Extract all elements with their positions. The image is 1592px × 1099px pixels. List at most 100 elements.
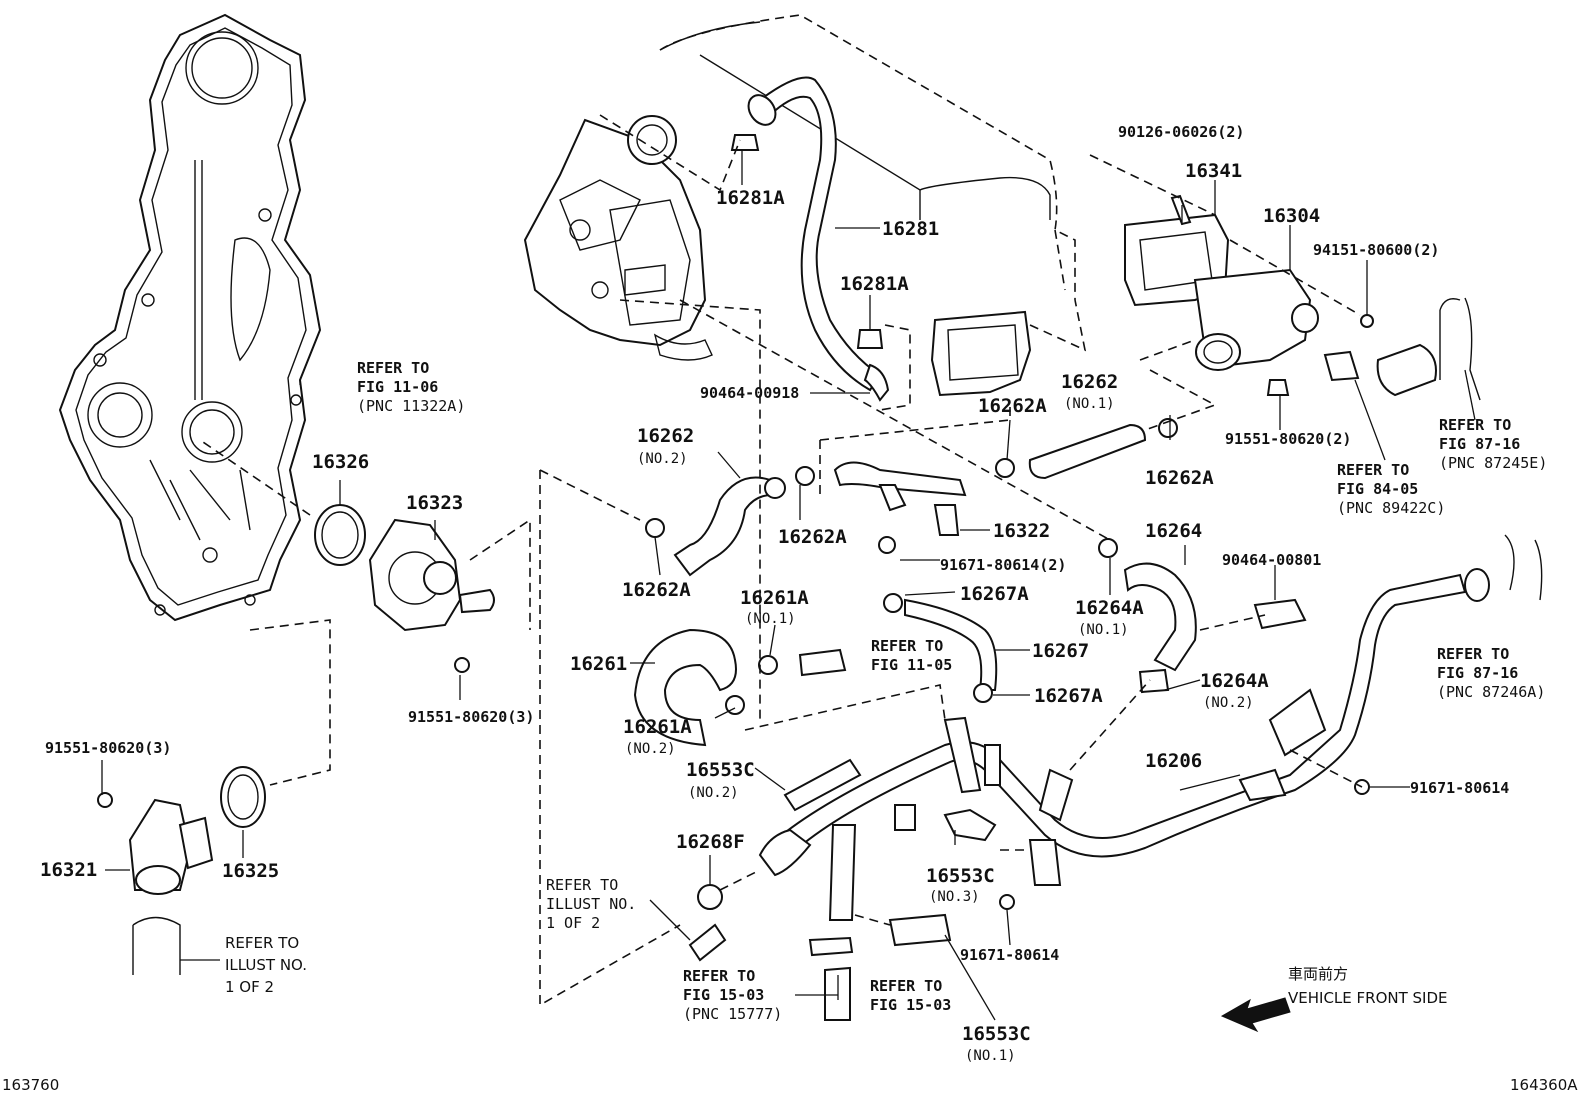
- ref-1503a-l3: (PNC 15777): [683, 1005, 782, 1023]
- ref-illust-mid-l1: REFER TO: [546, 876, 618, 894]
- label-16267: 16267: [1032, 640, 1089, 662]
- label-16264A-2-no: (NO.2): [1203, 695, 1254, 711]
- seal-16326: [314, 504, 366, 566]
- label-16261A-2: 16261A: [623, 716, 692, 738]
- label-16553C-1-no: (NO.1): [965, 1048, 1016, 1064]
- label-16264A-1: 16264A: [1075, 597, 1144, 619]
- pipe-16206: [758, 534, 1543, 921]
- label-16262-l-no: (NO.2): [637, 451, 688, 467]
- ref-8716b-l1: REFER TO: [1437, 645, 1509, 663]
- hose-16264: [1098, 538, 1307, 694]
- ref-1106-l1: REFER TO: [357, 359, 429, 377]
- label-16261A-1: 16261A: [740, 587, 809, 609]
- label-16262-l: 16262: [637, 425, 694, 447]
- label-16264A-1-no: (NO.1): [1078, 622, 1129, 638]
- engine-outline: [659, 14, 1076, 300]
- ref-1503b-l1: REFER TO: [870, 977, 942, 995]
- ref-1503a-l1: REFER TO: [683, 967, 755, 985]
- label-16268F: 16268F: [676, 831, 745, 853]
- label-16262-r: 16262: [1061, 371, 1118, 393]
- refer-to-notes: REFER TO FIG 11-06 (PNC 11322A) REFER TO…: [225, 359, 1547, 1023]
- label-16262A-r2: 16262A: [1145, 467, 1214, 489]
- label-16267A-1: 16267A: [960, 583, 1029, 605]
- label-16553C-3: 16553C: [926, 865, 995, 887]
- label-16261A-1-no: (NO.1): [745, 611, 796, 627]
- label-16553C-2: 16553C: [686, 759, 755, 781]
- hose-16261: [633, 628, 847, 747]
- footer-right-code: 164360A: [1510, 1076, 1578, 1094]
- label-91551-3a: 91551-80620(3): [408, 708, 534, 726]
- ref-1106-l2: FIG 11-06: [357, 378, 438, 396]
- ref-1105-l2: FIG 11-05: [871, 656, 952, 674]
- label-16264A-2: 16264A: [1200, 670, 1269, 692]
- ref-8716a-l1: REFER TO: [1439, 416, 1511, 434]
- label-91671-a: 91671-80614: [1410, 779, 1509, 797]
- ref-8716a-l2: FIG 87-16: [1439, 435, 1520, 453]
- label-16262-r-no: (NO.1): [1064, 396, 1115, 412]
- label-16262A-l2: 16262A: [622, 579, 691, 601]
- ref-illust-left-l1: REFER TO: [225, 934, 299, 952]
- ref-1106-l3: (PNC 11322A): [357, 397, 465, 415]
- label-16553C-3-no: (NO.3): [929, 889, 980, 905]
- ref-1503a-l2: FIG 15-03: [683, 986, 764, 1004]
- label-16264: 16264: [1145, 520, 1202, 542]
- arrow-left-icon: [1220, 997, 1291, 1033]
- label-90464-00918: 90464-00918: [700, 384, 799, 402]
- label-16341: 16341: [1185, 160, 1242, 182]
- pipe-16322: [833, 461, 967, 554]
- label-16325: 16325: [222, 860, 279, 882]
- ref-8405-l1: REFER TO: [1337, 461, 1409, 479]
- gasket-16325: [220, 766, 266, 828]
- ref-illust-mid-l3: 1 OF 2: [546, 914, 600, 932]
- ref-8716b-l2: FIG 87-16: [1437, 664, 1518, 682]
- label-16281A-mid: 16281A: [840, 273, 909, 295]
- water-inlet-16321: [97, 792, 214, 975]
- ref-8716a-l3: (PNC 87245E): [1439, 454, 1547, 472]
- ref-illust-left-l3: 1 OF 2: [225, 978, 274, 996]
- label-16267A-2: 16267A: [1034, 685, 1103, 707]
- water-outlet-16304: [1124, 194, 1481, 401]
- ref-1105-l1: REFER TO: [871, 637, 943, 655]
- orientation-en-label: VEHICLE FRONT SIDE: [1288, 989, 1448, 1007]
- gasket-plate: [930, 310, 1032, 397]
- ref-8405-l3: (PNC 89422C): [1337, 499, 1445, 517]
- label-91551-3b: 91551-80620(3): [45, 739, 171, 757]
- label-91671-b: 91671-80614: [960, 946, 1059, 964]
- label-16326: 16326: [312, 451, 369, 473]
- label-94151: 94151-80600(2): [1313, 241, 1439, 259]
- label-16281A-top: 16281A: [716, 187, 785, 209]
- label-16321: 16321: [40, 859, 97, 881]
- engine-block-part: [523, 115, 713, 361]
- footer-left-code: 163760: [2, 1076, 59, 1094]
- vehicle-front-indicator: 車両前方 VEHICLE FRONT SIDE: [1220, 965, 1448, 1033]
- label-16281: 16281: [882, 218, 939, 240]
- ref-8716b-l3: (PNC 87246A): [1437, 683, 1545, 701]
- label-16323: 16323: [406, 492, 463, 514]
- timing-chain-cover: [58, 13, 322, 622]
- label-90126: 90126-06026(2): [1118, 123, 1244, 141]
- label-16322: 16322: [993, 520, 1050, 542]
- label-16304: 16304: [1263, 205, 1320, 227]
- hose-16267: [883, 593, 998, 703]
- label-16262A-l1: 16262A: [778, 526, 847, 548]
- label-16206: 16206: [1145, 750, 1202, 772]
- ref-illust-mid-l2: ILLUST NO.: [546, 895, 636, 913]
- hose-16262-no2: [645, 466, 815, 577]
- water-pump-16323: [368, 518, 495, 673]
- label-16262A-r: 16262A: [978, 395, 1047, 417]
- ref-1503b-l2: FIG 15-03: [870, 996, 951, 1014]
- leader-lines: [101, 150, 1476, 1021]
- label-16553C-1: 16553C: [962, 1023, 1031, 1045]
- label-16261: 16261: [570, 653, 627, 675]
- label-16261A-2-no: (NO.2): [625, 741, 676, 757]
- dashed-guides: [199, 114, 1363, 1007]
- label-91551-2: 91551-80620(2): [1225, 430, 1351, 448]
- ref-illust-left-l2: ILLUST NO.: [225, 956, 307, 974]
- label-16553C-2-no: (NO.2): [688, 785, 739, 801]
- orientation-jp-label: 車両前方: [1288, 965, 1348, 983]
- ref-8405-l2: FIG 84-05: [1337, 480, 1418, 498]
- part-labels: 16281A 16281 16281A 90464-00918 90126-06…: [40, 123, 1509, 1064]
- label-91671-2: 91671-80614(2): [940, 556, 1066, 574]
